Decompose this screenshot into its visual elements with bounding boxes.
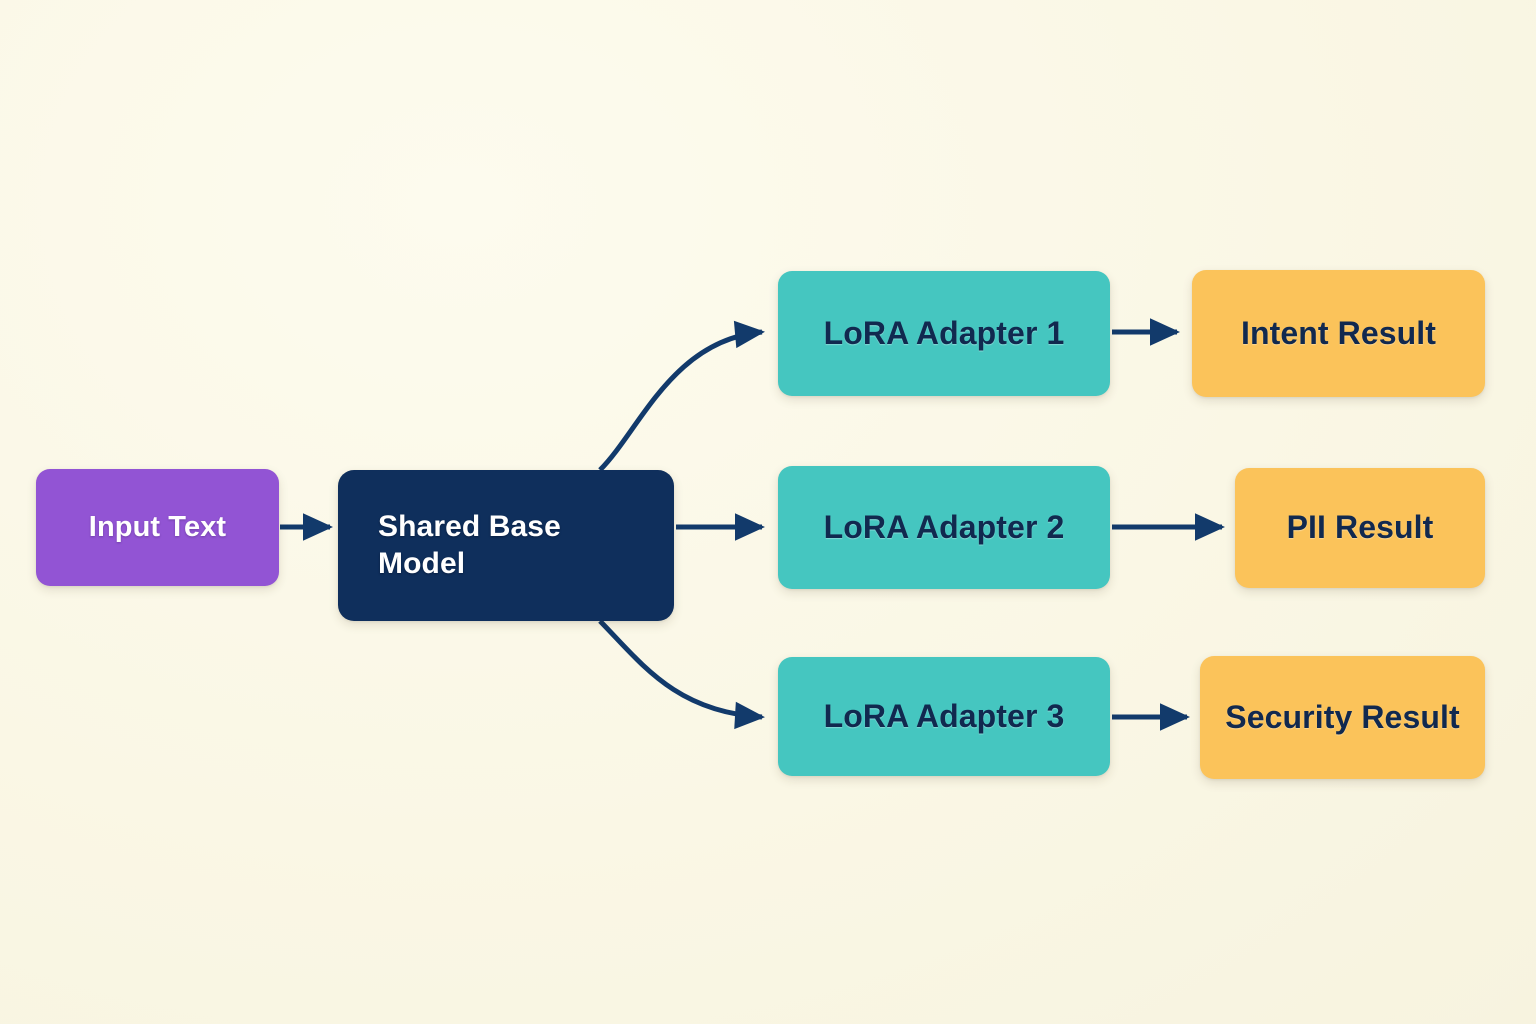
node-lora-adapter-2[interactable]: LoRA Adapter 2	[778, 466, 1110, 589]
node-security-result-label: Security Result	[1225, 698, 1460, 735]
node-lora-adapter-1[interactable]: LoRA Adapter 1	[778, 271, 1110, 396]
node-lora-adapter-1-label: LoRA Adapter 1	[823, 314, 1065, 351]
node-intent-result-label: Intent Result	[1240, 314, 1437, 351]
node-lora-adapter-3-label: LoRA Adapter 3	[823, 697, 1065, 734]
node-lora-adapter-2-label: LoRA Adapter 2	[823, 508, 1065, 545]
node-lora-adapter-3[interactable]: LoRA Adapter 3	[778, 657, 1110, 776]
node-pii-result-label: PII Result	[1286, 509, 1434, 546]
node-security-result[interactable]: Security Result	[1200, 656, 1485, 779]
node-input-text-label: Input Text	[88, 510, 227, 543]
edge-base-to-adapter-1	[598, 320, 765, 472]
node-intent-result[interactable]: Intent Result	[1192, 270, 1485, 397]
node-shared-base-model[interactable]: Shared Base Model	[338, 470, 674, 621]
node-input-text[interactable]: Input Text	[36, 469, 279, 586]
node-pii-result[interactable]: PII Result	[1235, 468, 1485, 588]
edge-base-to-adapter-3	[598, 619, 765, 730]
node-shared-base-model-label: Shared Base Model	[378, 509, 561, 580]
